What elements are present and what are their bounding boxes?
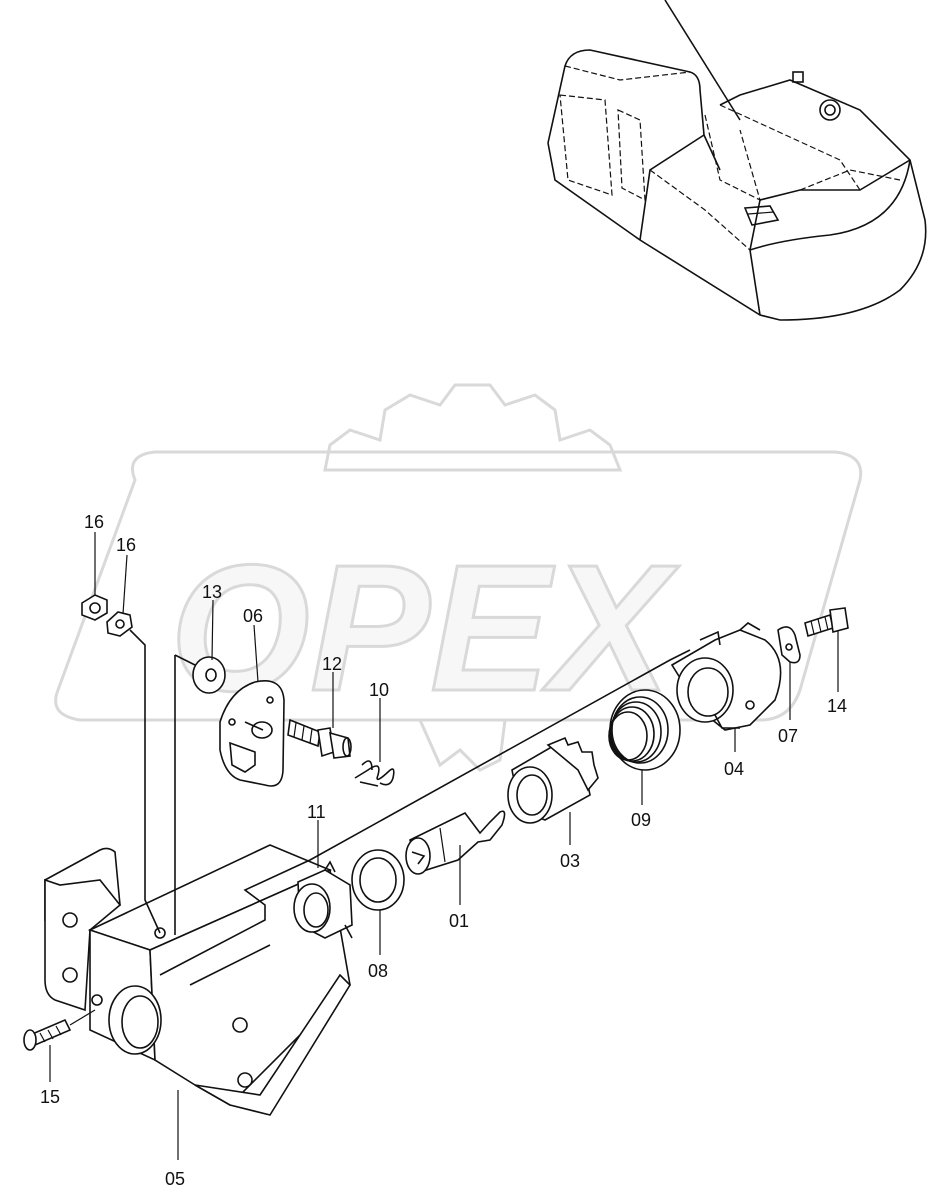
explosion-axes [129, 629, 691, 986]
label-part-16a: 16 [84, 512, 104, 532]
part-11-collar [293, 860, 353, 939]
label-part-08: 08 [368, 961, 388, 981]
part-13-washer [192, 656, 226, 694]
leader-lines [49, 532, 839, 1160]
part-14-screw [804, 607, 849, 638]
label-part-15: 15 [40, 1087, 60, 1107]
part-labels: 16 16 13 06 12 10 11 08 01 03 09 04 07 1… [40, 512, 847, 1189]
label-part-13: 13 [202, 582, 222, 602]
label-part-14: 14 [827, 696, 847, 716]
part-04-cover [670, 622, 782, 731]
label-part-16b: 16 [116, 535, 136, 555]
part-09-coil [608, 689, 681, 771]
label-part-06: 06 [243, 606, 263, 626]
watermark-frame [54, 450, 863, 722]
part-06-plate [219, 680, 285, 787]
part-05-bracket [44, 844, 352, 1116]
excavator-locator [547, 0, 927, 321]
label-part-03: 03 [560, 851, 580, 871]
part-16-nuts [81, 594, 133, 637]
part-07-tab [777, 626, 801, 664]
part-01-cylinder [405, 810, 506, 875]
part-03-housing [507, 736, 599, 824]
label-part-10: 10 [369, 680, 389, 700]
label-part-01: 01 [449, 911, 469, 931]
label-part-12: 12 [322, 654, 342, 674]
part-12-pin [287, 718, 352, 759]
part-15-bolt [23, 1009, 96, 1051]
part-10-spring [354, 760, 395, 787]
label-part-05: 05 [165, 1169, 185, 1189]
watermark-gear [323, 383, 623, 472]
label-part-07: 07 [778, 726, 798, 746]
label-part-09: 09 [631, 810, 651, 830]
label-part-11: 11 [307, 802, 326, 822]
part-08-washer [351, 849, 405, 911]
label-part-04: 04 [724, 759, 744, 779]
